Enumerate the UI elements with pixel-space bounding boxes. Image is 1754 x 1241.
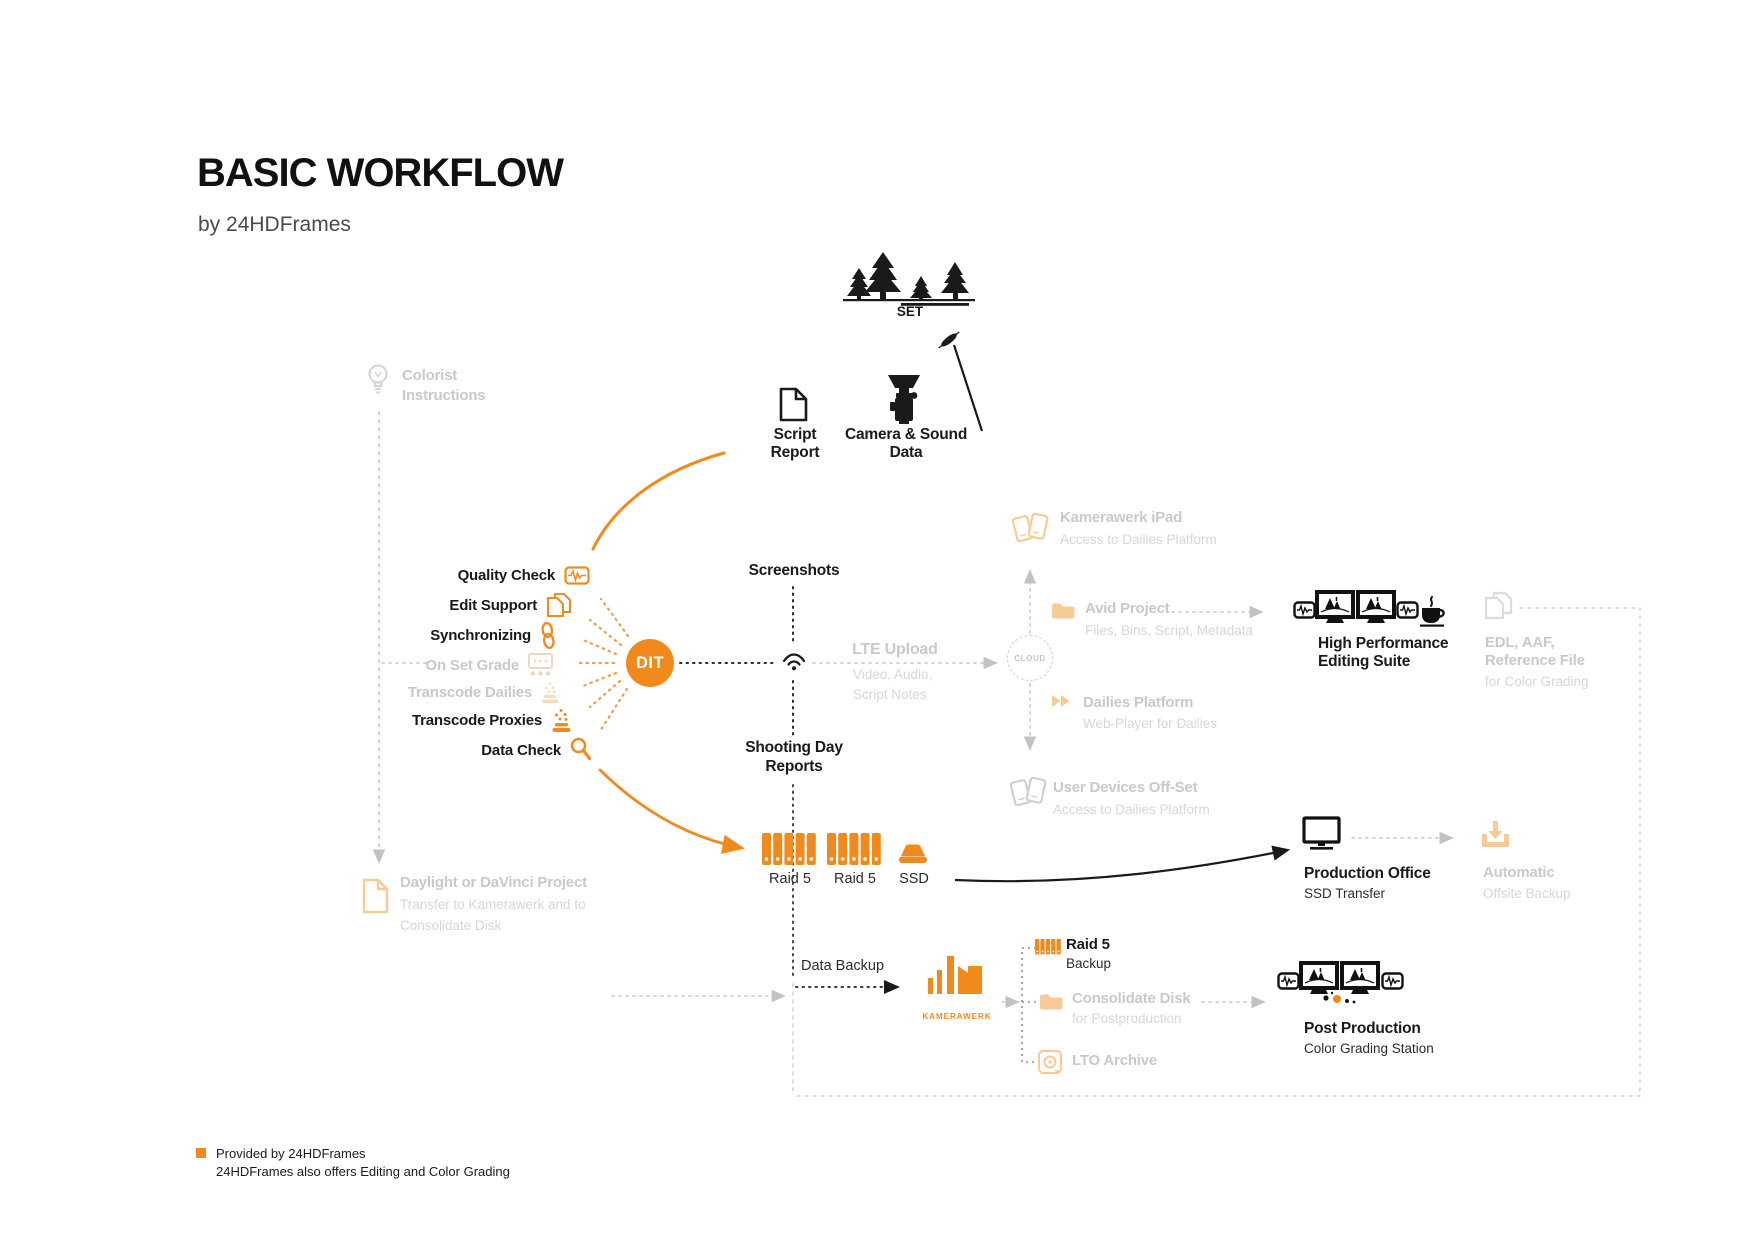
magnifier-icon xyxy=(570,737,592,761)
gray-dashed-lines xyxy=(372,411,1641,1097)
daylight-sub1: Transfer to Kamerawerk and to xyxy=(400,897,586,912)
avid-sub: Files, Bins, Script, Metadata xyxy=(1085,623,1254,638)
devices-title: User Devices Off-Set xyxy=(1053,779,1198,796)
script-report-icon xyxy=(779,387,808,422)
consolidate-title: Consolidate Disk xyxy=(1072,990,1191,1007)
task-edit-support: Edit Support xyxy=(449,591,572,619)
devices-sub: Access to Dailies Platform xyxy=(1053,802,1210,817)
offsite-title: Automatic xyxy=(1483,864,1555,881)
data-backup-label: Data Backup xyxy=(801,958,885,974)
avid-title: Avid Project xyxy=(1085,600,1170,617)
set-label: SET xyxy=(896,304,924,319)
post-production-sub: Color Grading Station xyxy=(1304,1041,1434,1056)
task-transcode-proxies: Transcode Proxies xyxy=(412,706,572,734)
ssd-to-office-arrow xyxy=(954,845,1291,883)
trees-icon xyxy=(843,252,975,306)
task-transcode-dailies: Transcode Dailies xyxy=(408,678,559,706)
page-title: BASIC WORKFLOW xyxy=(197,151,564,195)
raid5-backup-icon xyxy=(1035,939,1061,955)
lto-tape-icon xyxy=(1038,1050,1062,1074)
consolidate-folder-icon xyxy=(1040,994,1063,1010)
backup-bracket xyxy=(1021,947,1036,1063)
edl-sub: for Color Grading xyxy=(1485,674,1589,689)
set-to-dit-curve xyxy=(591,451,726,551)
task-on-set-grade: On Set Grade xyxy=(426,651,553,679)
transcode-stack-icon xyxy=(542,682,558,703)
cloud-node: CLOUD xyxy=(1007,635,1053,681)
transcode-stack-icon xyxy=(552,708,571,732)
kamerawerk-logo xyxy=(928,956,982,994)
grade-panel-icon xyxy=(528,653,553,676)
dailies-title: Dailies Platform xyxy=(1083,694,1194,711)
edl-line2: Reference File xyxy=(1485,652,1585,669)
dit-rays xyxy=(578,597,630,733)
raid5-label-2: Raid 5 xyxy=(834,871,876,887)
avid-folder-icon xyxy=(1052,603,1075,619)
page-subtitle: by 24HDFrames xyxy=(198,213,351,236)
editing-suite-icon xyxy=(1293,590,1445,627)
offsite-download-icon xyxy=(1482,821,1509,847)
task-quality-check: Quality Check xyxy=(458,561,590,589)
raid5-backup-title: Raid 5 xyxy=(1066,936,1110,953)
raid5-icon-1 xyxy=(762,833,816,865)
post-production-title: Post Production xyxy=(1304,1020,1421,1037)
ssd-icon xyxy=(899,844,927,863)
lto-title: LTO Archive xyxy=(1072,1052,1158,1069)
offsite-sub: Offsite Backup xyxy=(1483,886,1571,901)
dit-node: DIT xyxy=(626,639,674,687)
footer-line1: Provided by 24HDFrames xyxy=(216,1146,366,1161)
daylight-document-icon xyxy=(362,878,389,914)
editing-suite-line1: High Performance xyxy=(1318,635,1449,652)
tablets-icon xyxy=(1011,512,1049,543)
raid5-icon-2 xyxy=(827,833,881,865)
camera-sound-label: Camera & Sound Data xyxy=(845,426,968,461)
kamerawerk-label: KAMERAWERK xyxy=(922,1012,992,1021)
dailies-play-icon xyxy=(1052,695,1070,707)
ipad-title: Kamerawerk iPad xyxy=(1060,509,1183,526)
screenshots-label: Screenshots xyxy=(748,562,840,579)
lte-upload-title: LTE Upload xyxy=(852,641,938,658)
dit-to-raid-arrow xyxy=(598,768,745,854)
wifi-icon xyxy=(782,653,806,671)
lte-upload-sub2: Script Notes xyxy=(853,687,927,702)
lightbulb-icon xyxy=(368,364,388,394)
edl-pages-icon xyxy=(1484,591,1513,620)
script-report-label: Script Report xyxy=(770,426,820,461)
raid5-label-1: Raid 5 xyxy=(769,871,811,887)
consolidate-sub: for Postproduction xyxy=(1072,1011,1182,1026)
colorist-instructions-label: Colorist Instructions xyxy=(402,367,486,404)
office-monitor-icon xyxy=(1302,816,1341,850)
ssd-label: SSD xyxy=(899,871,929,887)
legend-square-icon xyxy=(196,1148,206,1158)
pages-icon xyxy=(547,593,571,617)
black-dotted-lines xyxy=(679,586,900,994)
shooting-day-reports-label: Shooting Day Reports xyxy=(745,739,843,775)
task-synchronizing: Synchronizing xyxy=(430,621,556,649)
ipad-sub: Access to Dailies Platform xyxy=(1060,532,1217,547)
footer-line2: 24HDFrames also offers Editing and Color… xyxy=(216,1164,510,1179)
production-office-title: Production Office xyxy=(1304,865,1431,882)
edl-line1: EDL, AAF, xyxy=(1485,634,1555,651)
coffee-icon xyxy=(1420,596,1445,627)
link-icon xyxy=(541,621,555,649)
boom-mic-icon xyxy=(938,331,984,432)
waveform-icon xyxy=(564,565,590,585)
post-production-icon xyxy=(1277,961,1404,1004)
phones-icon xyxy=(1009,776,1047,807)
lte-upload-sub1: Video, Audio, xyxy=(853,667,933,682)
raid5-backup-sub: Backup xyxy=(1066,956,1112,971)
production-office-sub: SSD Transfer xyxy=(1304,886,1386,901)
daylight-sub2: Consolidate Disk xyxy=(400,918,502,933)
camera-icon xyxy=(888,375,920,424)
dailies-sub: Web-Player for Dailies xyxy=(1083,716,1218,731)
editing-suite-line2: Editing Suite xyxy=(1318,653,1411,670)
daylight-title: Daylight or DaVinci Project xyxy=(400,874,587,891)
color-grading-dots-icon xyxy=(1323,991,1356,1004)
task-data-check: Data Check xyxy=(481,736,592,764)
